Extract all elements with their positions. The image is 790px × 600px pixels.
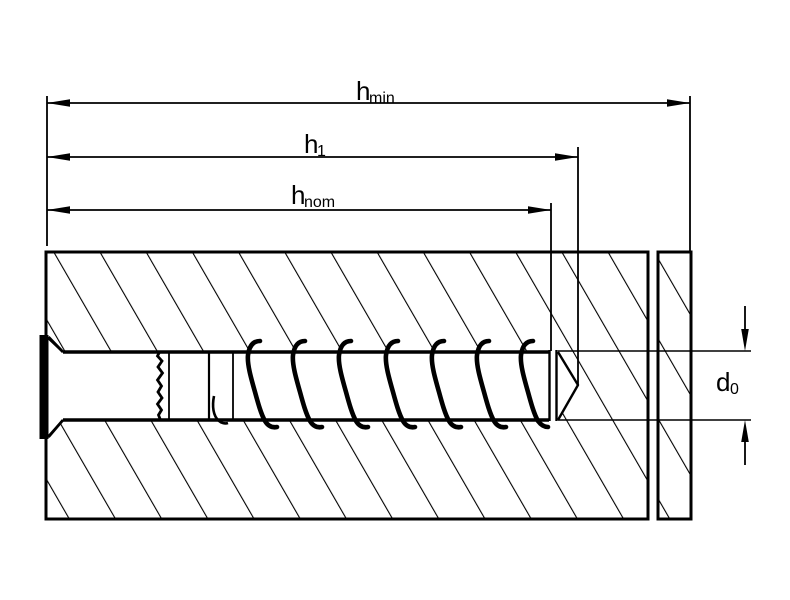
d0-label-base: d xyxy=(716,367,730,397)
hmin-arrow-right xyxy=(667,99,690,107)
d0-arrow-bottom xyxy=(741,420,749,442)
thread-start-curl xyxy=(211,395,229,425)
thread-crests xyxy=(245,338,551,430)
hmin-label-base: h xyxy=(356,76,370,106)
h1-label-sub: 1 xyxy=(317,143,326,160)
hnom-label-base: h xyxy=(291,180,305,210)
screw-head-face xyxy=(39,335,49,439)
hnom-arrow-right xyxy=(528,206,551,214)
hmin-extension-lines xyxy=(46,96,691,253)
dimension-h1: h 1 xyxy=(47,129,579,385)
screw-head-chamfer xyxy=(47,336,65,438)
h1-arrow-right xyxy=(555,153,578,161)
slab-hatch-area xyxy=(656,250,693,521)
concrete-screw xyxy=(39,335,558,439)
screw-break-squiggle xyxy=(155,350,165,421)
hmin-arrow-left xyxy=(47,99,70,107)
d0-reference-lines xyxy=(558,350,751,421)
dimension-hnom: h nom xyxy=(47,180,552,351)
d0-label-sub: 0 xyxy=(730,381,739,398)
screw-body-outline xyxy=(63,350,549,422)
dimension-d0: d 0 xyxy=(716,306,749,465)
d0-arrow-top xyxy=(741,329,749,351)
h1-label-base: h xyxy=(304,129,318,159)
concrete-slab-block xyxy=(656,250,693,521)
hmin-label-sub: min xyxy=(369,90,395,107)
dimension-hmin: h min xyxy=(46,76,691,253)
h1-arrow-left xyxy=(47,153,70,161)
screw-tip-end-cap xyxy=(548,350,558,421)
hnom-arrow-left xyxy=(47,206,70,214)
hnom-label-sub: nom xyxy=(304,194,335,211)
